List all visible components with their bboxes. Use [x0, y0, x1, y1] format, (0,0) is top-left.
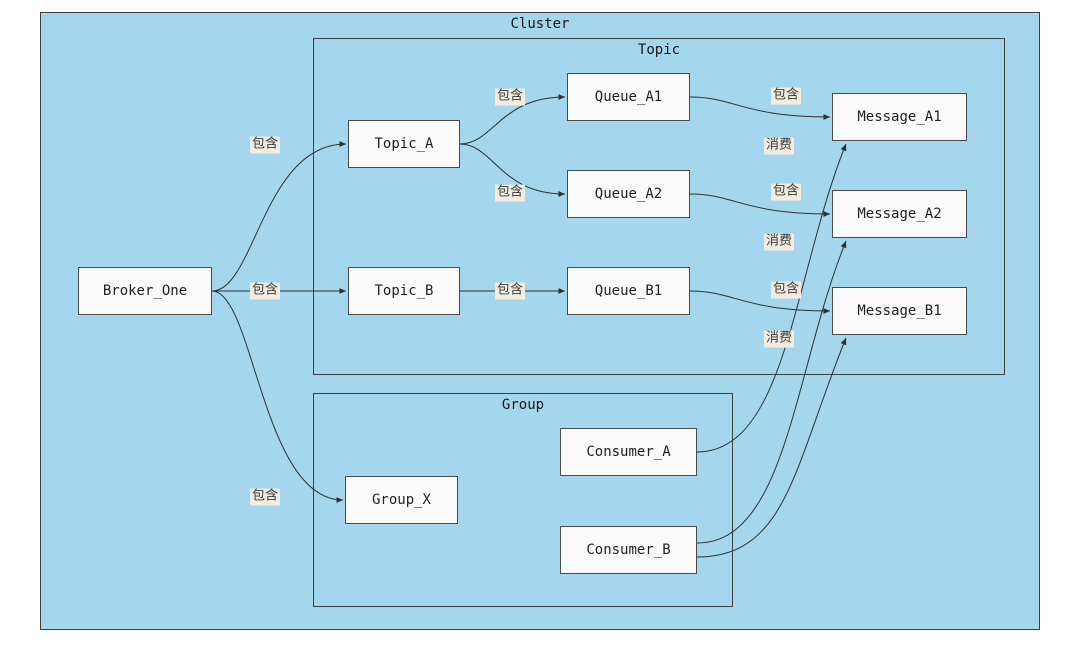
edge-label-topic_a-to-queue_a2: 包含: [494, 184, 526, 202]
node-queue_a2: Queue_A2: [567, 170, 690, 218]
cluster-title: Cluster: [510, 16, 570, 32]
edge-label-broker_one-to-topic_a: 包含: [249, 136, 281, 154]
edge-label-consumer_b-to-message_b1: 消费: [763, 330, 795, 348]
edge-label-broker_one-to-topic_b: 包含: [249, 282, 281, 300]
node-topic_a: Topic_A: [348, 120, 460, 168]
node-message_b1: Message_B1: [832, 287, 967, 335]
edge-label-consumer_b-to-message_a2: 消费: [763, 233, 795, 251]
edge-label-topic_b-to-queue_b1: 包含: [494, 282, 526, 300]
edge-label-queue_a1-to-message_a1: 包含: [770, 87, 802, 105]
edge-label-topic_a-to-queue_a1: 包含: [494, 88, 526, 106]
node-queue_a1: Queue_A1: [567, 73, 690, 121]
node-queue_b1: Queue_B1: [567, 267, 690, 315]
edge-label-queue_b1-to-message_b1: 包含: [770, 281, 802, 299]
edge-label-consumer_a-to-message_a1: 消费: [763, 137, 795, 155]
edge-label-broker_one-to-group_x: 包含: [249, 488, 281, 506]
node-consumer_a: Consumer_A: [560, 428, 697, 476]
node-message_a1: Message_A1: [832, 93, 967, 141]
node-consumer_b: Consumer_B: [560, 526, 697, 574]
node-topic_b: Topic_B: [348, 267, 460, 315]
edge-label-queue_a2-to-message_a2: 包含: [770, 183, 802, 201]
node-group_x: Group_X: [345, 476, 458, 524]
group-title: Group: [501, 397, 545, 413]
node-message_a2: Message_A2: [832, 190, 967, 238]
node-broker_one: Broker_One: [78, 267, 212, 315]
topic-title: Topic: [637, 42, 681, 58]
